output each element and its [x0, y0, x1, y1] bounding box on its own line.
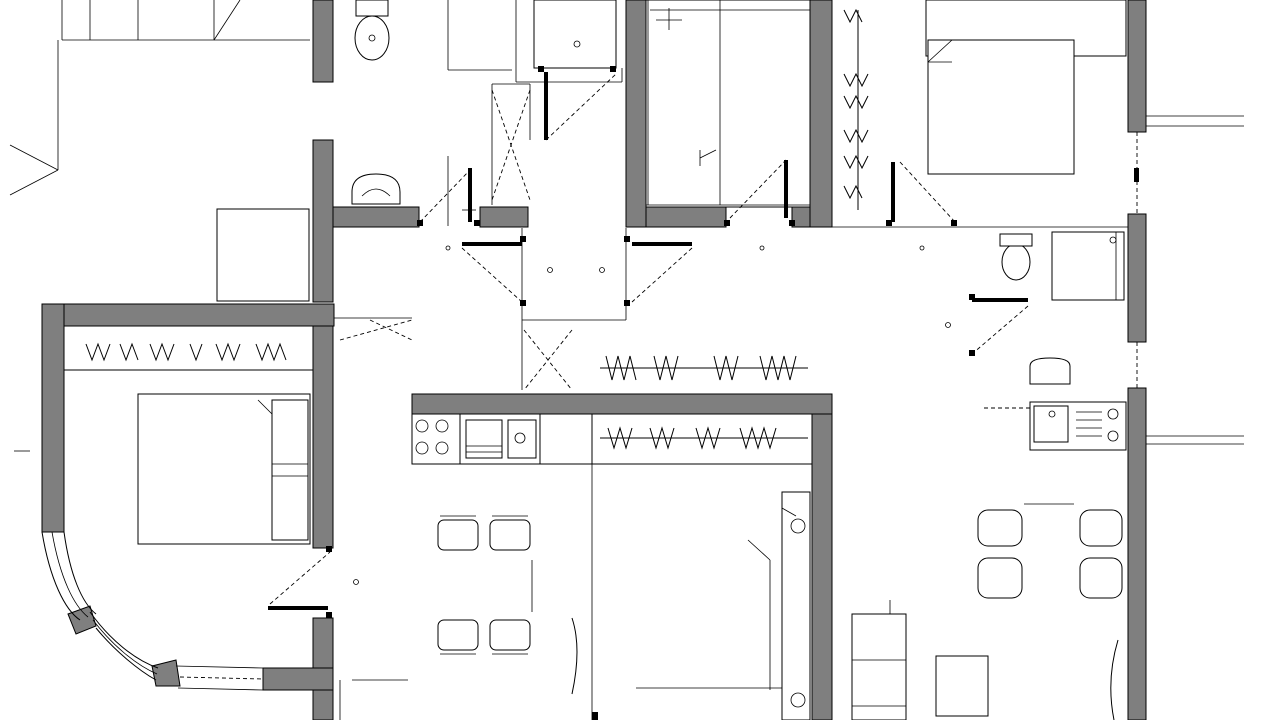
- shower-tray: [533, 0, 617, 69]
- table-icon: [851, 600, 989, 720]
- stove-icon: [411, 413, 461, 465]
- living-right: [851, 503, 1123, 720]
- wc-top: [351, 0, 517, 205]
- bedroom-top-right: [832, 0, 1128, 251]
- right-windows: [1134, 115, 1244, 445]
- toilet-icon: [354, 15, 390, 61]
- toilet-icon: [1001, 243, 1031, 281]
- wardrobe-hatch: [600, 355, 808, 450]
- chair-icon: [977, 509, 1123, 599]
- radiator: [1110, 639, 1119, 720]
- kitchen-dining: [339, 355, 813, 720]
- lamp-icon: [790, 518, 806, 534]
- exterior-stairs: [9, 0, 310, 302]
- chair-icon: [437, 515, 531, 655]
- wardrobe-hatch: [64, 342, 313, 371]
- terrace-block: [216, 208, 310, 302]
- bedroom-left: [64, 317, 413, 618]
- lamp-icon: [790, 692, 806, 708]
- bathtub: [1051, 231, 1125, 301]
- bay-window: [14, 450, 264, 691]
- wardrobe-hatch: [843, 8, 869, 210]
- closet-top: [645, 0, 811, 251]
- wardrobe-icon: [645, 0, 811, 208]
- bathroom-right: [945, 231, 1127, 451]
- bedroom-center: [571, 491, 811, 720]
- bed-icon: [927, 39, 1075, 175]
- radiator: [571, 617, 578, 695]
- sink-icon: [459, 413, 541, 465]
- washbasin-icon: [1029, 357, 1071, 385]
- sink-icon: [1033, 405, 1069, 443]
- corridor-top: [417, 0, 693, 391]
